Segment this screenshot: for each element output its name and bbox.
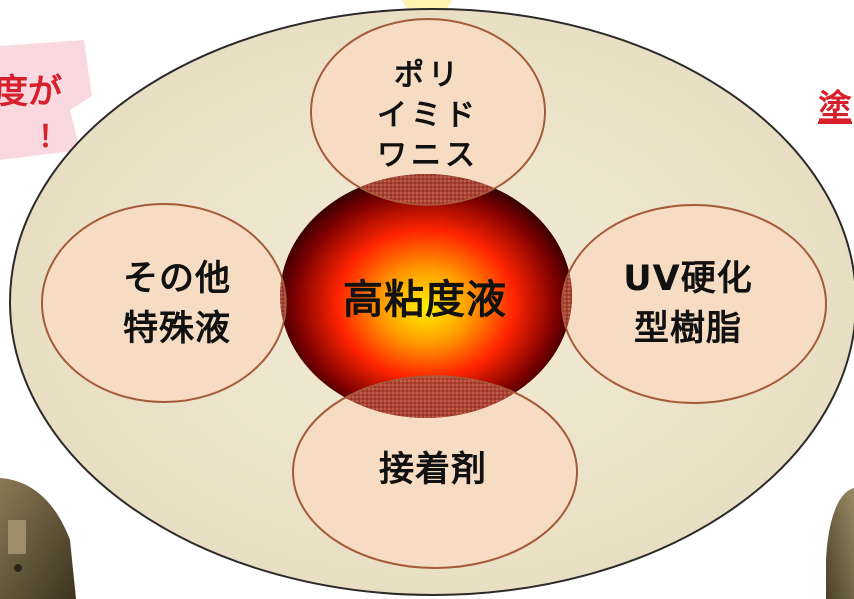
center-label: 高粘度液	[343, 277, 507, 323]
right-petal-label-line-1: UV硬化	[623, 259, 753, 299]
left-petal-label-line-1: その他	[122, 259, 231, 299]
overlap-outlines	[280, 174, 572, 418]
top-petal-label-line-1: ポリ	[394, 58, 462, 93]
left-photo-detail	[8, 520, 26, 554]
left-edge-exclamation: ！	[38, 120, 68, 155]
left-petal-label-line-2: 特殊液	[122, 309, 231, 349]
left-petal-label: その他 特殊液	[82, 254, 272, 354]
right-edge-text: 塗	[818, 88, 852, 128]
left-edge-text: 度が	[0, 72, 62, 112]
top-petal-label-line-2: イミド	[377, 98, 479, 133]
bottom-petal-label: 接着剤	[378, 450, 487, 490]
top-petal-label-line-3: ワニス	[377, 138, 479, 173]
left-photo-knob	[14, 564, 22, 572]
right-petal-label-line-2: 型樹脂	[633, 309, 742, 349]
left-edge-highlight	[0, 40, 92, 160]
right-petal-label: UV硬化 型樹脂	[588, 254, 788, 354]
center-ellipse	[280, 174, 572, 418]
top-petal-label: ポリ イミド ワニス	[348, 56, 508, 176]
right-photo-fragment	[826, 488, 854, 599]
